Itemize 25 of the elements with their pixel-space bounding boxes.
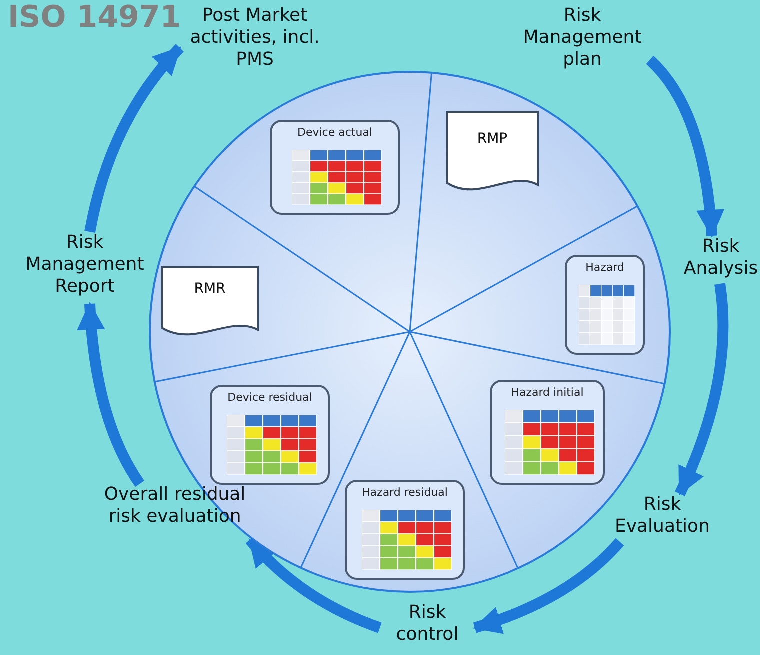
card-title: Device actual xyxy=(296,126,374,139)
stage-label: Risk Management plan xyxy=(515,5,650,77)
risk-card xyxy=(270,120,400,215)
risk-card xyxy=(490,380,605,485)
cycle-arrow xyxy=(78,302,145,488)
risk-card xyxy=(210,385,330,485)
document-label: RMR xyxy=(193,280,227,296)
risk-card xyxy=(565,255,645,355)
cycle-arrow xyxy=(473,538,624,634)
document-label: RMP xyxy=(476,130,509,146)
card-title: Hazard xyxy=(584,261,626,274)
card-title: Device residual xyxy=(226,391,314,404)
cycle-arrow xyxy=(84,44,184,234)
stage-label: Risk Evaluation xyxy=(605,494,720,542)
risk-card xyxy=(345,480,465,580)
cycle-arrow xyxy=(675,283,729,496)
stage-label: Post Market activities, incl. PMS xyxy=(180,5,330,77)
cycle-arrow xyxy=(246,536,382,634)
stage-label: Risk Analysis xyxy=(682,236,760,284)
stage-label: Risk control xyxy=(380,602,475,650)
stage-label: Risk Management Report xyxy=(20,232,150,304)
cycle-arrow xyxy=(646,56,724,238)
card-title: Hazard initial xyxy=(510,386,585,399)
card-title: Hazard residual xyxy=(361,486,449,499)
title: ISO 14971 xyxy=(8,0,182,35)
